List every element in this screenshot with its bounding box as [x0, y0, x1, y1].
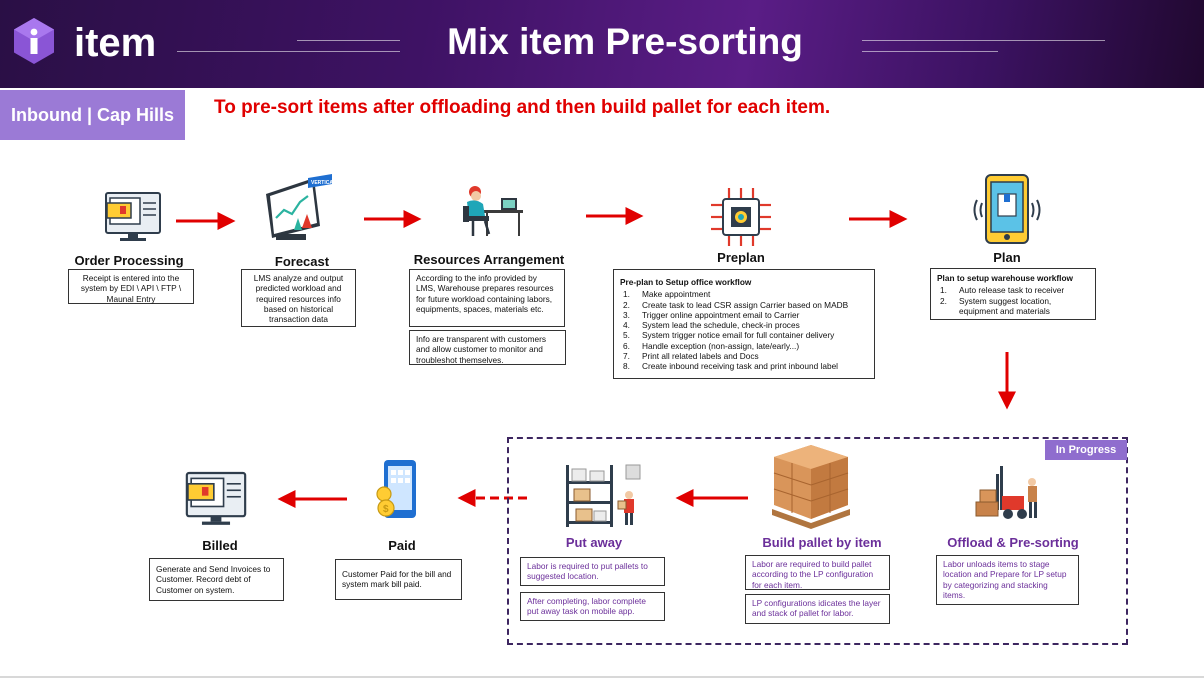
- step-title-forecast: Forecast: [274, 254, 330, 269]
- brand-logo-icon: [13, 17, 55, 65]
- header-line-left: [177, 51, 400, 52]
- build-pallet-description: Labor are required to build pallet accor…: [745, 555, 890, 590]
- put-away-description: Labor is required to put pallets to sugg…: [520, 557, 665, 586]
- step-title-build-pallet: Build pallet by item: [762, 535, 882, 550]
- step-title-offload: Offload & Pre-sorting: [947, 535, 1079, 550]
- preplan-item: 8.Create inbound receiving task and prin…: [623, 361, 839, 372]
- preplan-workflow-box: Pre-plan to Setup office workflow 1.Make…: [613, 269, 875, 379]
- preplan-item: 7.Print all related labels and Docs: [623, 351, 759, 362]
- bottom-divider: [0, 676, 1204, 678]
- plan-workflow-box: Plan to setup warehouse workflow 1.Auto …: [930, 268, 1096, 320]
- preplan-item: 2.Create task to lead CSR assign Carrier…: [623, 299, 849, 310]
- preplan-item: 6.Handle exception (non-assign, late/ear…: [623, 340, 800, 351]
- plan-list: 1.Auto release task to receiver 2.System…: [937, 285, 1089, 316]
- preplan-icon: [709, 186, 773, 253]
- offload-icon: [972, 462, 1044, 531]
- plan-item: 2.System suggest location, equipment and…: [940, 295, 1052, 316]
- step-title-resources: Resources Arrangement: [413, 252, 565, 267]
- order-processing-description: Receipt is entered into the system by ED…: [68, 269, 194, 304]
- put-away-icon: [562, 459, 642, 536]
- header-line-right-short: [862, 51, 998, 52]
- step-title-plan: Plan: [993, 250, 1021, 265]
- paid-description: Customer Paid for the bill and system ma…: [335, 559, 462, 600]
- forecast-icon-tag: VERTICAL: [311, 180, 336, 186]
- preplan-item: 3.Trigger online appointment email to Ca…: [623, 309, 800, 320]
- step-title-billed: Billed: [202, 538, 238, 553]
- forecast-description: LMS analyze and output predicted workloa…: [241, 269, 356, 327]
- header-line-left-short: [297, 40, 400, 41]
- header-line-right: [862, 40, 1105, 41]
- svg-text:$: $: [383, 504, 389, 515]
- preplan-item: 4.System lead the schedule, check-in pro…: [623, 320, 800, 331]
- in-progress-frame: [507, 437, 1128, 645]
- resources-description: According to the info provided by LMS, W…: [409, 269, 565, 327]
- step-title-order-processing: Order Processing: [74, 253, 184, 268]
- resources-description-transparency: Info are transparent with customers and …: [409, 330, 566, 365]
- step-title-put-away: Put away: [565, 535, 623, 550]
- page-subtitle: To pre-sort items after offloading and t…: [214, 97, 831, 118]
- brand-name: item: [74, 21, 157, 65]
- plan-heading: Plan to setup warehouse workflow: [937, 273, 1073, 283]
- paid-icon: $: [372, 458, 424, 529]
- billed-description: Generate and Send Invoices to Customer. …: [149, 558, 284, 601]
- resources-icon: [461, 184, 525, 245]
- plan-icon: [969, 174, 1045, 251]
- preplan-item: 5.System trigger notice email for full c…: [623, 330, 835, 341]
- preplan-heading: Pre-plan to Setup office workflow: [620, 277, 752, 287]
- preplan-item: 1.Make appointment: [623, 289, 711, 300]
- in-progress-tag: In Progress: [1045, 440, 1127, 460]
- page-title: Mix item Pre-sorting: [447, 21, 803, 62]
- offload-description: Labor unloads items to stage location an…: [936, 555, 1079, 605]
- step-title-preplan: Preplan: [717, 250, 765, 265]
- header-banner: [0, 0, 1204, 88]
- preplan-list: 1.Make appointment 2.Create task to lead…: [620, 289, 868, 371]
- step-title-paid: Paid: [388, 538, 416, 553]
- billed-icon: [183, 471, 249, 532]
- build-pallet-icon: [770, 443, 852, 536]
- build-pallet-lp-description: LP configurations idicates the layer and…: [745, 594, 890, 624]
- section-badge: Inbound | Cap Hills: [0, 90, 185, 140]
- forecast-icon: VERTICAL: [262, 174, 336, 249]
- put-away-mobile-description: After completing, labor complete put awa…: [520, 592, 665, 621]
- plan-item: 1.Auto release task to receiver: [940, 285, 1065, 296]
- order-processing-icon: [104, 192, 162, 248]
